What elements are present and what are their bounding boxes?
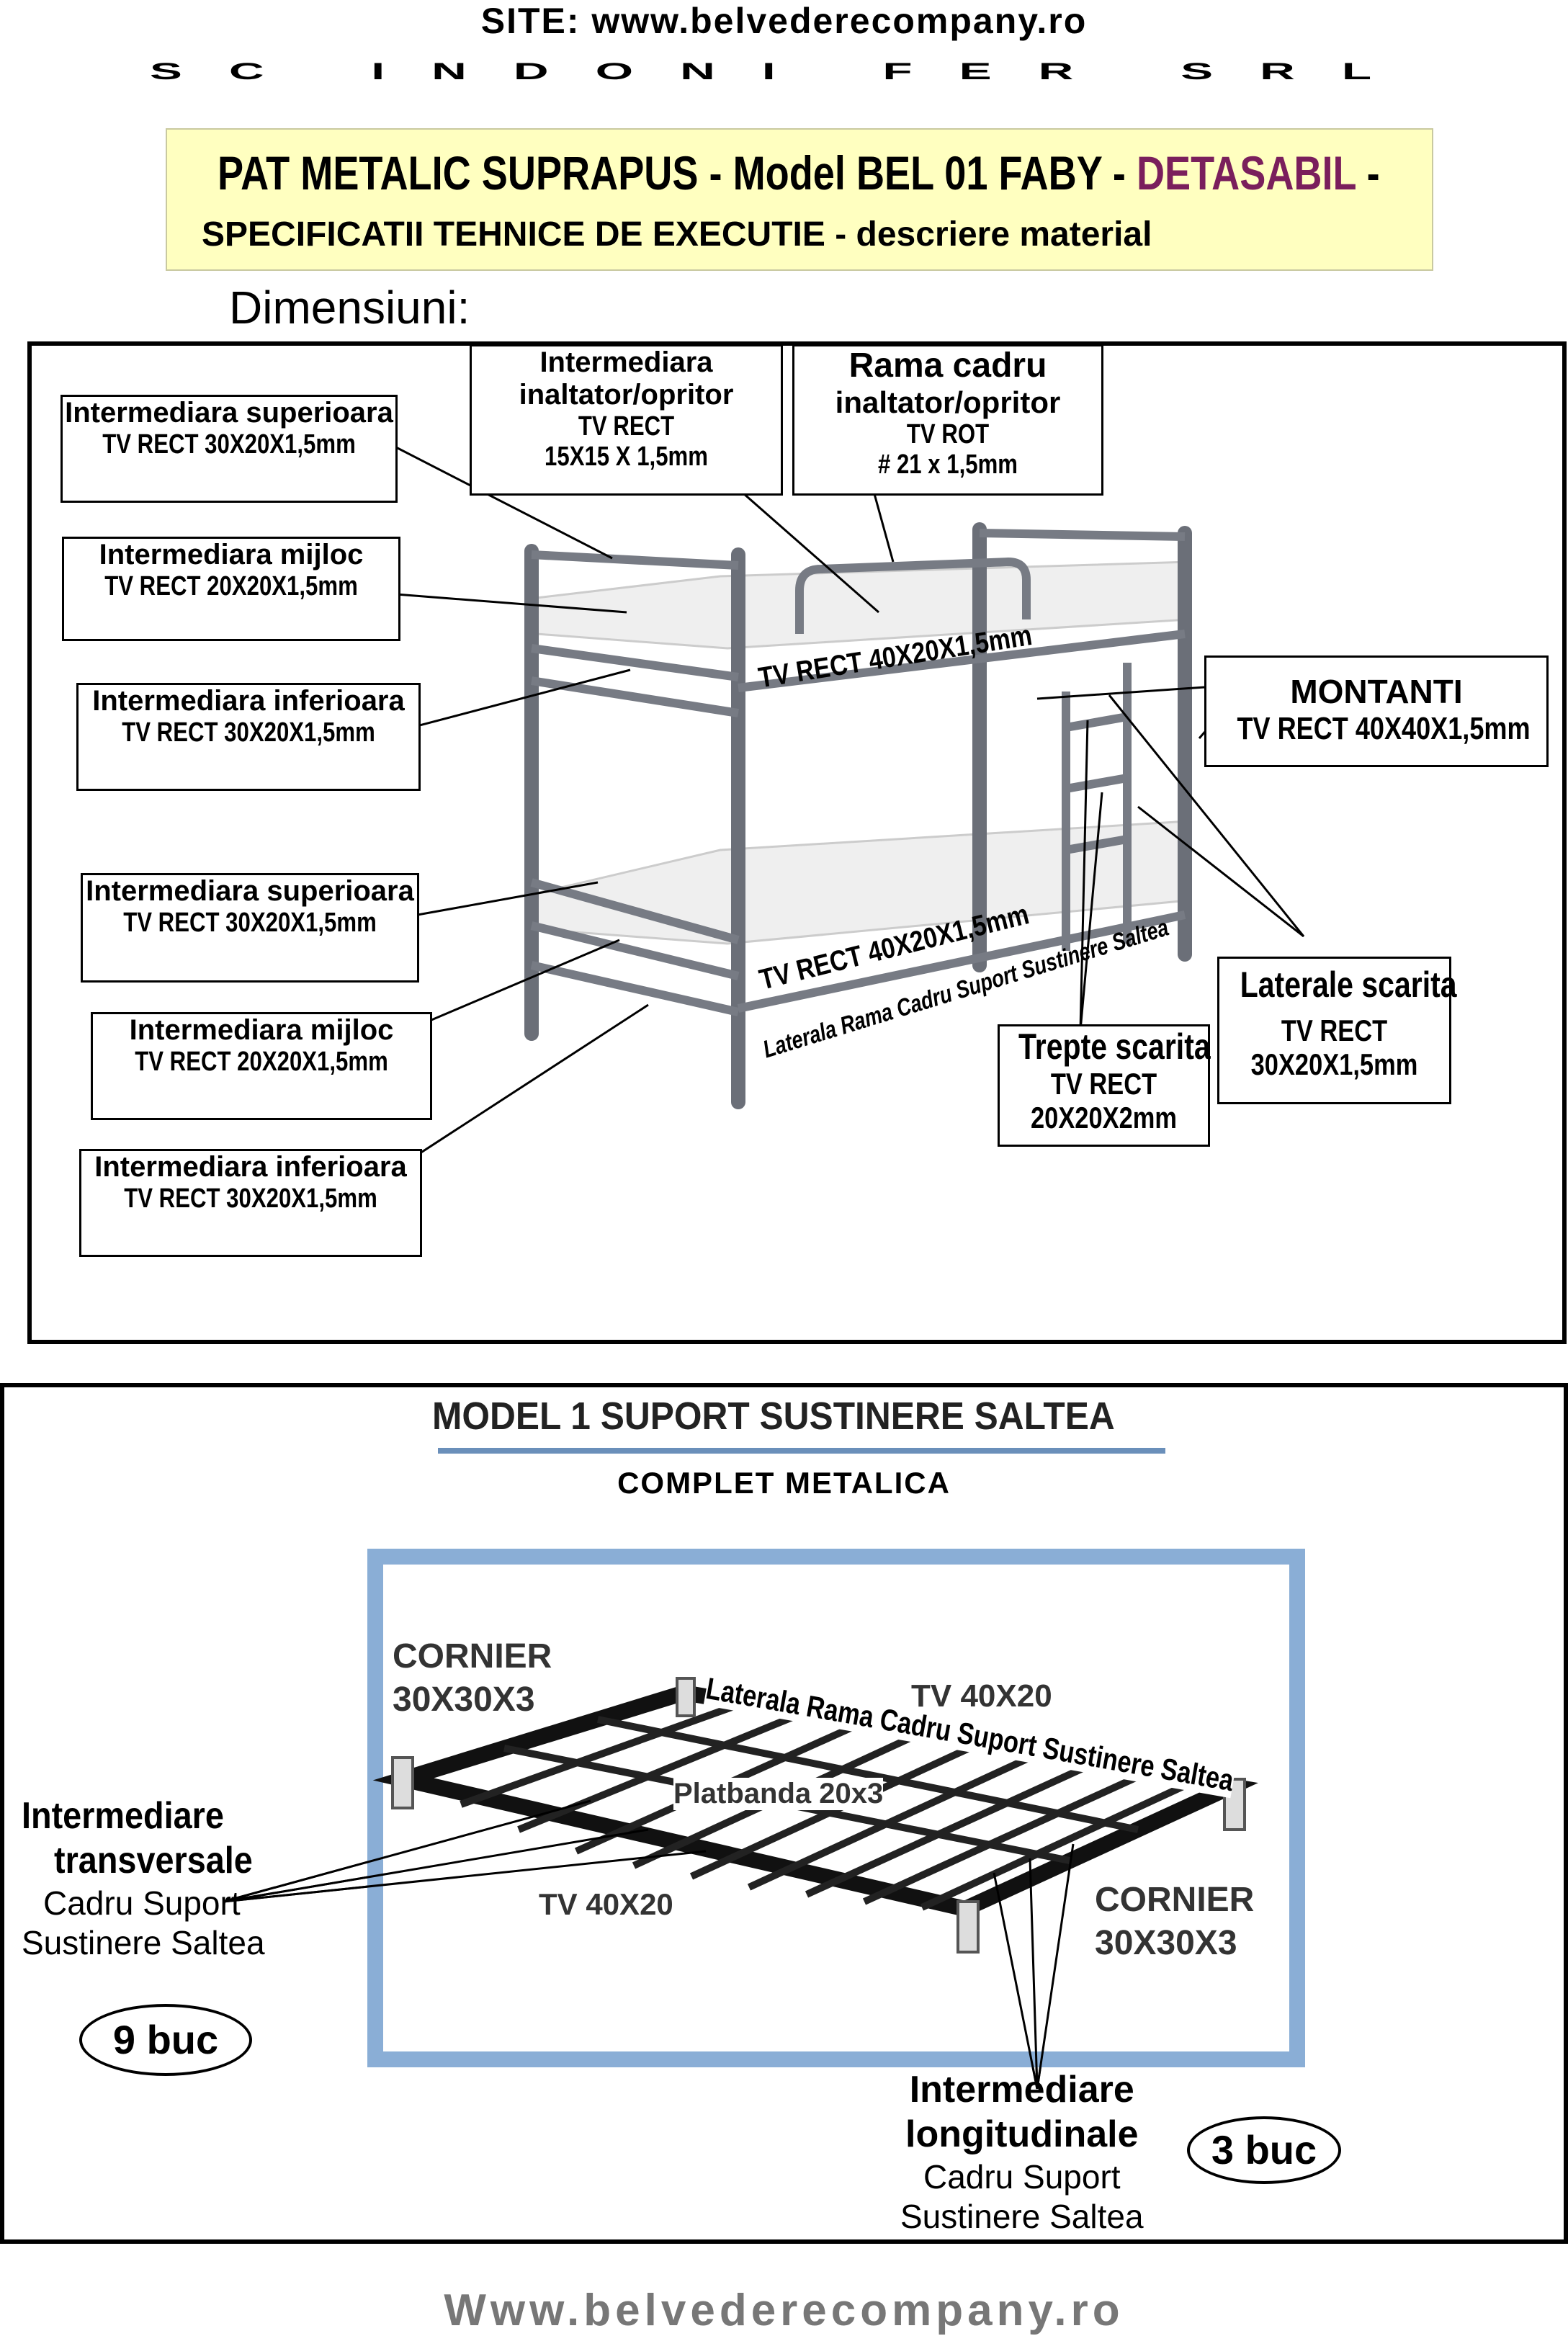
label-guard-intermediara: Intermediara inaltator/opritor TV RECT 1…	[470, 344, 783, 496]
support-frame	[0, 1383, 1568, 2244]
cornier-top-line2: 30X30X3	[393, 1681, 535, 1719]
label-spec: TV RECT	[578, 411, 675, 442]
support-platbanda: Platbanda 20x3	[673, 1778, 884, 1810]
title-highlight: DETASABIL	[1136, 146, 1356, 200]
longitudinale-line4: Sustinere Saltea	[900, 2197, 1144, 2235]
transversale-line1: Intermediare	[22, 1795, 224, 1837]
label-name: MONTANTI	[1290, 673, 1463, 710]
label-spec: 20X20X2mm	[1031, 1101, 1177, 1135]
transversale-line4: Sustinere Saltea	[22, 1923, 265, 1961]
title-box: PAT METALIC SUPRAPUS - Model BEL 01 FABY…	[166, 128, 1433, 271]
transversale-line2: transversale	[54, 1840, 253, 1882]
transversale-line3: Cadru Suport	[43, 1884, 241, 1922]
label-guard-rama: Rama cadru inaltator/opritor TV ROT # 21…	[792, 344, 1103, 496]
label-spec: TV RECT	[1281, 1013, 1388, 1047]
cornier-top: CORNIER 30X30X3	[393, 1635, 552, 1722]
company-name: SC INDONI FER SRL	[149, 58, 1419, 84]
longitudinale-line3: Cadru Suport	[923, 2157, 1121, 2196]
model-title: MODEL 1 SUPORT SUSTINERE SALTEA	[432, 1395, 1115, 1438]
support-tv-front: TV 40X20	[539, 1887, 673, 1921]
cornier-bottom-line1: CORNIER	[1095, 1881, 1255, 1919]
label-montanti: MONTANTI TV RECT 40X40X1,5mm	[1204, 655, 1549, 767]
title-end: -	[1356, 146, 1380, 200]
title-subtitle: SPECIFICATII TEHNICE DE EXECUTIE - descr…	[202, 215, 1152, 254]
cornier-bottom-line2: 30X30X3	[1095, 1924, 1237, 1962]
cornier-top-line1: CORNIER	[393, 1637, 552, 1675]
label-name: Intermediara inferioara	[94, 1151, 407, 1183]
label-spec: TV RECT 20X20X1,5mm	[104, 570, 358, 601]
label-lower-superioara: Intermediara superioara TV RECT 30X20X1,…	[81, 873, 419, 983]
label-lower-inferioara: Intermediara inferioara TV RECT 30X20X1,…	[79, 1149, 422, 1257]
label-spec: TV RECT 40X40X1,5mm	[1237, 710, 1531, 746]
longitudinale-line1: Intermediare	[909, 2069, 1134, 2111]
longitudinale-line2: longitudinale	[905, 2113, 1139, 2156]
label-spec: TV RECT 20X20X1,5mm	[135, 1046, 388, 1077]
longitudinale-label: Intermediare longitudinale Cadru Suport …	[900, 2067, 1144, 2237]
support-tv-top: TV 40X20	[911, 1678, 1052, 1714]
label-spec: TV ROT	[906, 419, 990, 449]
label-spec: 30X20X1,5mm	[1250, 1047, 1418, 1082]
label-upper-superioara: Intermediara superioara TV RECT 30X20X1,…	[61, 395, 398, 503]
label-name: Trepte scarita	[1018, 1026, 1211, 1067]
label-name: Intermediara superioara	[65, 397, 393, 429]
cornier-bottom: CORNIER 30X30X3	[1095, 1879, 1254, 1965]
label-name: Rama cadru	[848, 346, 1047, 385]
label-name: Laterale scarita	[1240, 965, 1457, 1005]
dimensions-label: Dimensiuni:	[229, 282, 470, 334]
label-spec: 15X15 X 1,5mm	[545, 442, 708, 473]
model-subtitle: COMPLET METALICA	[617, 1466, 951, 1500]
label-name: Intermediara mijloc	[129, 1014, 394, 1046]
label-spec: TV RECT 30X20X1,5mm	[123, 907, 377, 938]
label-lower-mijloc: Intermediara mijloc TV RECT 20X20X1,5mm	[91, 1012, 432, 1120]
label-spec: # 21 x 1,5mm	[877, 449, 1018, 480]
model-title-underline	[438, 1448, 1165, 1454]
title-main: PAT METALIC SUPRAPUS - Model BEL 01 FABY…	[218, 146, 1137, 200]
label-upper-inferioara: Intermediara inferioara TV RECT 30X20X1,…	[76, 683, 421, 791]
label-spec: TV RECT	[1050, 1067, 1157, 1101]
label-laterale-scarita: Laterale scarita TV RECT 30X20X1,5mm	[1217, 957, 1457, 1104]
label-spec: TV RECT 30X20X1,5mm	[124, 1183, 377, 1214]
label-upper-mijloc: Intermediara mijloc TV RECT 20X20X1,5mm	[62, 537, 400, 641]
site-url: SITE: www.belvederecompany.ro	[480, 1, 1088, 41]
label-name: Intermediara inferioara	[92, 685, 405, 717]
footer-url: Www.belvederecompany.ro	[444, 2286, 1124, 2335]
transversale-label: Intermediare transversale Cadru Suport S…	[22, 1794, 278, 1963]
label-name-2: inaltator/opritor	[835, 385, 1061, 419]
label-trepte-scarita: Trepte scarita TV RECT 20X20X2mm	[998, 1024, 1211, 1147]
label-name: Intermediara superioara	[86, 875, 414, 907]
label-spec: TV RECT 30X20X1,5mm	[122, 717, 375, 748]
bed-diagram-frame	[27, 341, 1567, 1344]
product-title: PAT METALIC SUPRAPUS - Model BEL 01 FABY…	[218, 146, 1380, 200]
label-spec: TV RECT 30X20X1,5mm	[102, 429, 356, 460]
label-name: Intermediara inaltator/opritor	[519, 346, 734, 411]
transversale-count: 9 buc	[79, 2004, 252, 2076]
label-name: Intermediara mijloc	[99, 539, 364, 570]
longitudinale-count: 3 buc	[1187, 2116, 1341, 2184]
